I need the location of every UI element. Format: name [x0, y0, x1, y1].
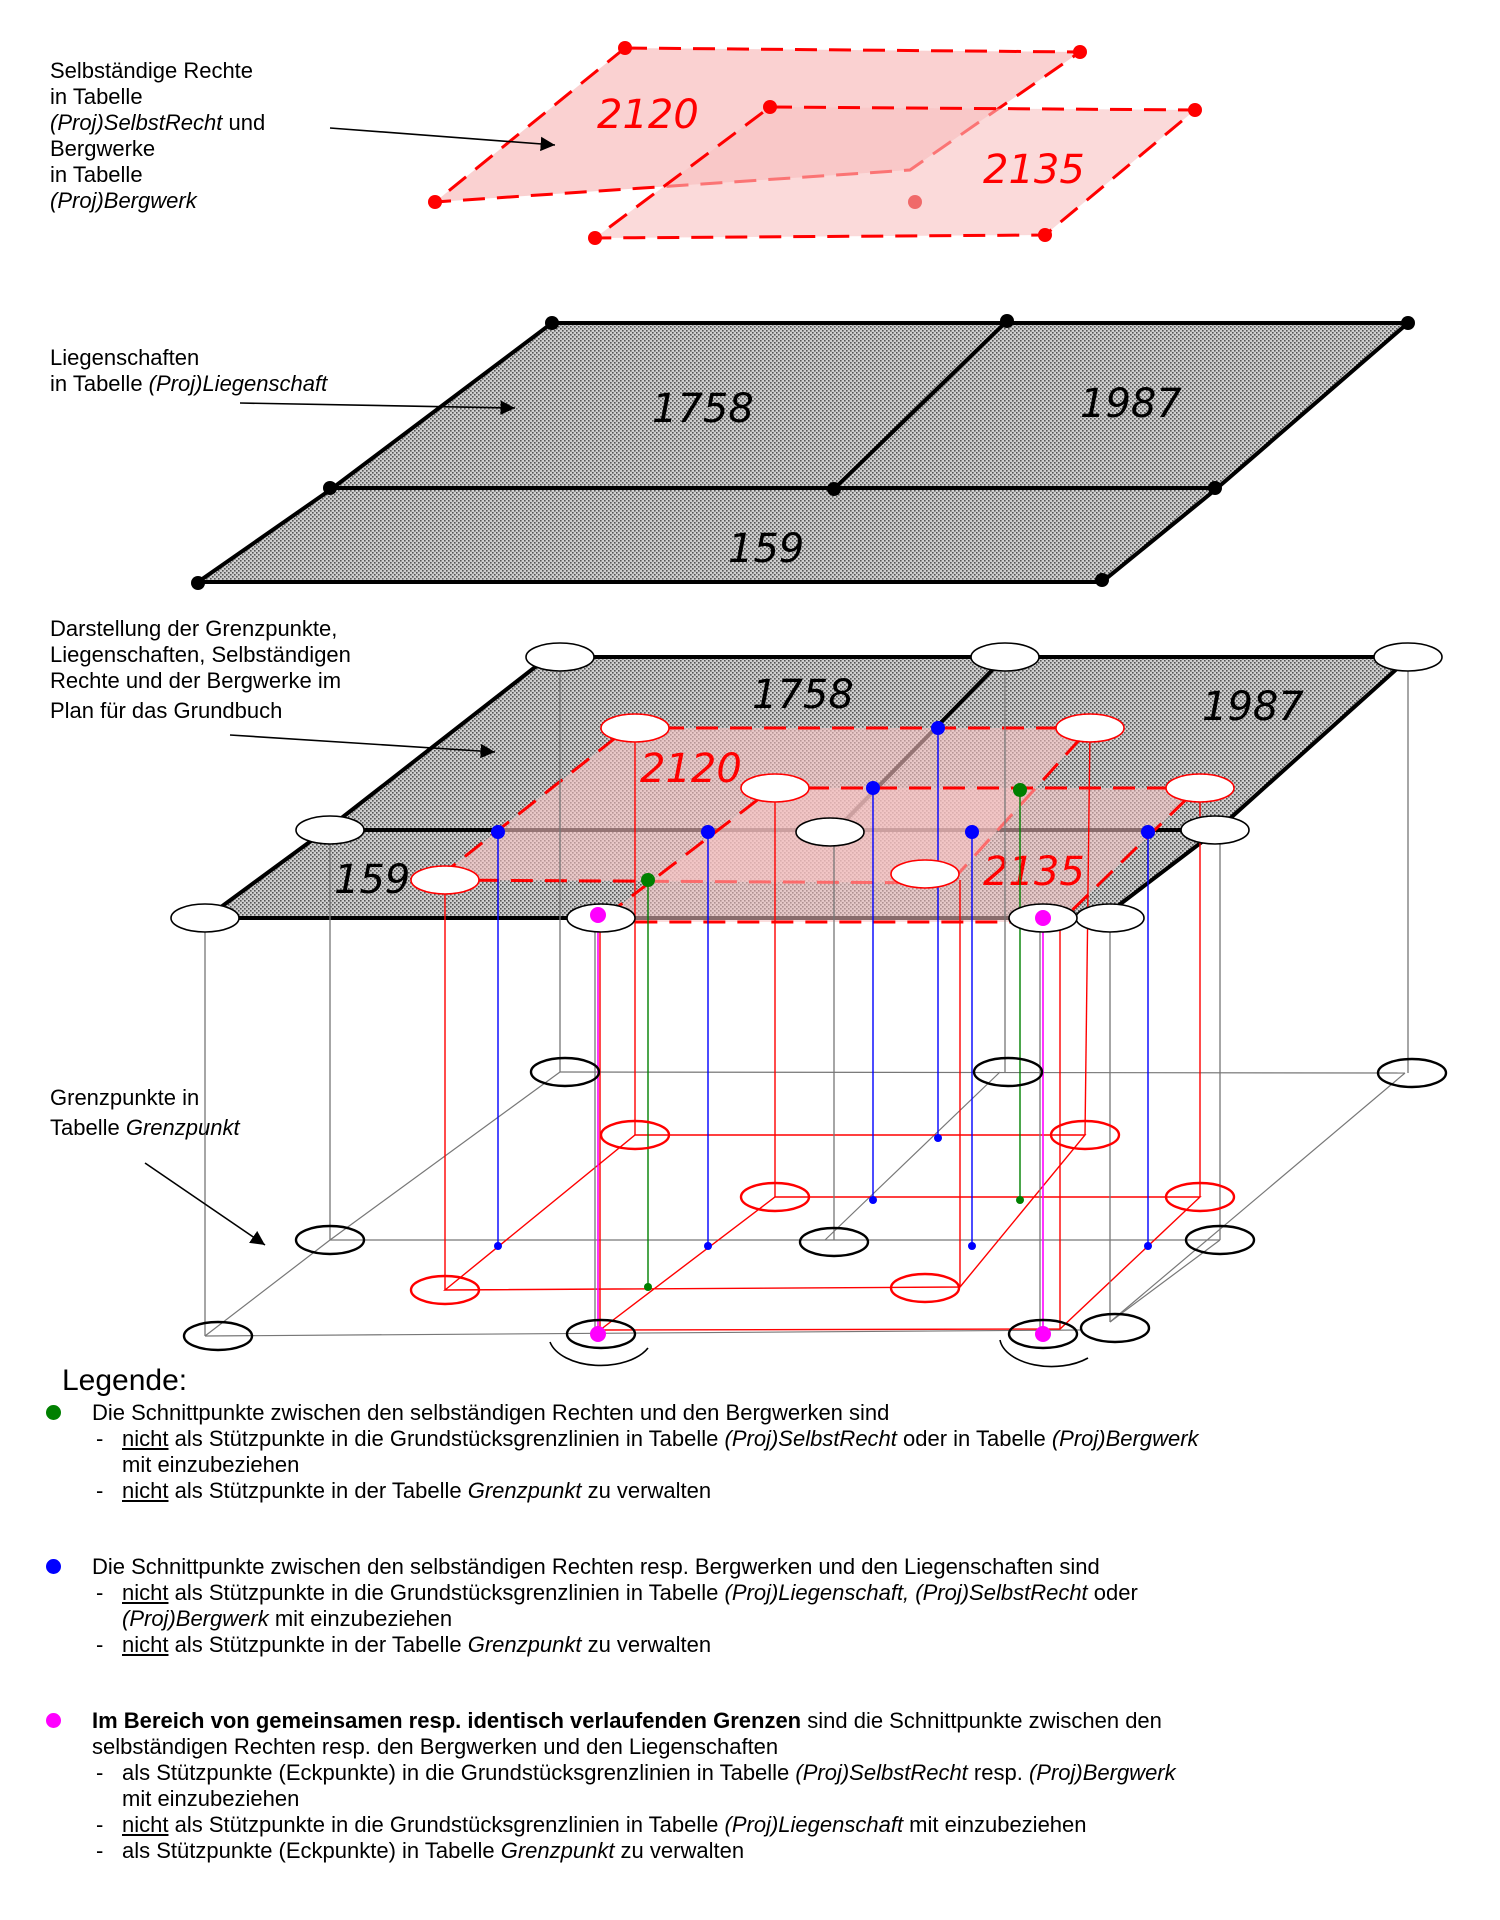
property-vertices: [191, 314, 1415, 590]
label-properties: Liegenschaften in Tabelle (Proj)Liegensc…: [50, 345, 328, 396]
vertical-connectors-grey: [204, 657, 1409, 1336]
rights-vertices: [428, 41, 1202, 245]
ground-green-points: [644, 1196, 1024, 1291]
ground-red-ellipses: [409, 1119, 1236, 1306]
legend-entry-green: Die Schnittpunkte zwischen den selbständ…: [40, 1400, 1480, 1504]
ground-blue-points: [494, 1134, 1152, 1250]
plan-red-ellipses: [410, 713, 1235, 895]
legend: Legende: Die Schnittpunkte zwischen den …: [40, 1364, 1480, 1914]
plan-blue-points: [491, 721, 1155, 839]
plan-green-points: [641, 783, 1027, 887]
layer-diagram: 2120 2135 1758 1987 159 1758: [144, 41, 1448, 1368]
legend-entry-magenta: Im Bereich von gemeinsamen resp. identis…: [40, 1708, 1480, 1864]
vertical-connectors-blue: [497, 728, 1149, 1246]
label-rights-and-mines: Selbständige Rechte in Tabelle (Proj)Sel…: [50, 58, 266, 213]
ground-arcs: [549, 1339, 1089, 1368]
vertical-connectors-magenta: [597, 915, 1044, 1334]
vertical-connectors-red: [444, 727, 1201, 1330]
property-1987-number: 1987: [1080, 381, 1182, 427]
ground-magenta-points: [590, 1326, 1051, 1342]
parcel-2135-number: 2135: [983, 147, 1085, 193]
plan-2135-number: 2135: [983, 849, 1085, 895]
plan-magenta-points: [590, 907, 1051, 926]
ground-black-ellipses: [182, 1056, 1448, 1352]
label-plan: Darstellung der Grenzpunkte, Liegenschaf…: [50, 616, 351, 723]
property-159-number: 159: [728, 526, 804, 572]
plan-1758-number: 1758: [752, 672, 854, 718]
legend-entry-blue: Die Schnittpunkte zwischen den selbständ…: [40, 1554, 1480, 1658]
ground-red-lines: [443, 1134, 1202, 1331]
label-ground-points: Grenzpunkte in Tabelle Grenzpunkt: [50, 1085, 240, 1140]
blue-dot-icon: [46, 1559, 61, 1574]
property-1758-number: 1758: [652, 386, 754, 432]
green-dot-icon: [46, 1405, 61, 1420]
parcel-2120-number: 2120: [597, 92, 699, 138]
plan-1987-number: 1987: [1202, 684, 1304, 730]
rights-layer: 2120 2135: [428, 41, 1202, 245]
plan-159-number: 159: [334, 857, 410, 903]
plan-2120-number: 2120: [640, 746, 742, 792]
legend-title: Legende:: [62, 1364, 188, 1397]
pointer-arrows: [144, 127, 556, 1246]
property-layer: 1758 1987 159: [191, 314, 1415, 590]
plan-black-ellipses: [170, 642, 1443, 933]
magenta-dot-icon: [46, 1713, 61, 1728]
vertical-connectors-green: [647, 788, 1021, 1287]
